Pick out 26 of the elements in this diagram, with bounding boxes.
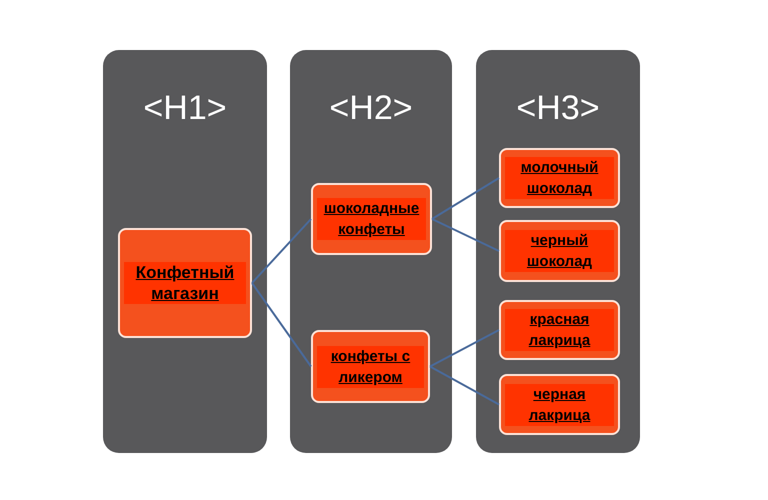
category-box [311, 330, 430, 403]
box-label: шоколадные конфеты [317, 198, 426, 240]
box-label: молочный шоколад [505, 157, 614, 199]
box-label: конфеты с ликером [317, 346, 424, 388]
category-box [118, 228, 252, 338]
column-panel [290, 50, 452, 453]
column-heading: <H2> [328, 88, 414, 128]
box-label: Конфетный магазин [124, 262, 246, 304]
connector-line [251, 218, 312, 284]
category-box [499, 220, 620, 282]
connector-line [431, 177, 500, 220]
category-box [311, 183, 432, 255]
box-label: черный шоколад [505, 230, 614, 272]
column-heading: <H3> [515, 88, 601, 128]
category-box [499, 148, 620, 208]
category-box [499, 300, 620, 360]
connector-line [432, 218, 500, 252]
column-panel [103, 50, 267, 453]
box-label: красная лакрица [505, 309, 614, 351]
connector-line [430, 329, 500, 368]
box-label: черная лакрица [505, 384, 614, 426]
column-heading: <H1> [142, 88, 228, 128]
category-box [499, 374, 620, 435]
connector-line [251, 282, 312, 368]
connector-line [430, 366, 500, 406]
column-panel [476, 50, 640, 453]
